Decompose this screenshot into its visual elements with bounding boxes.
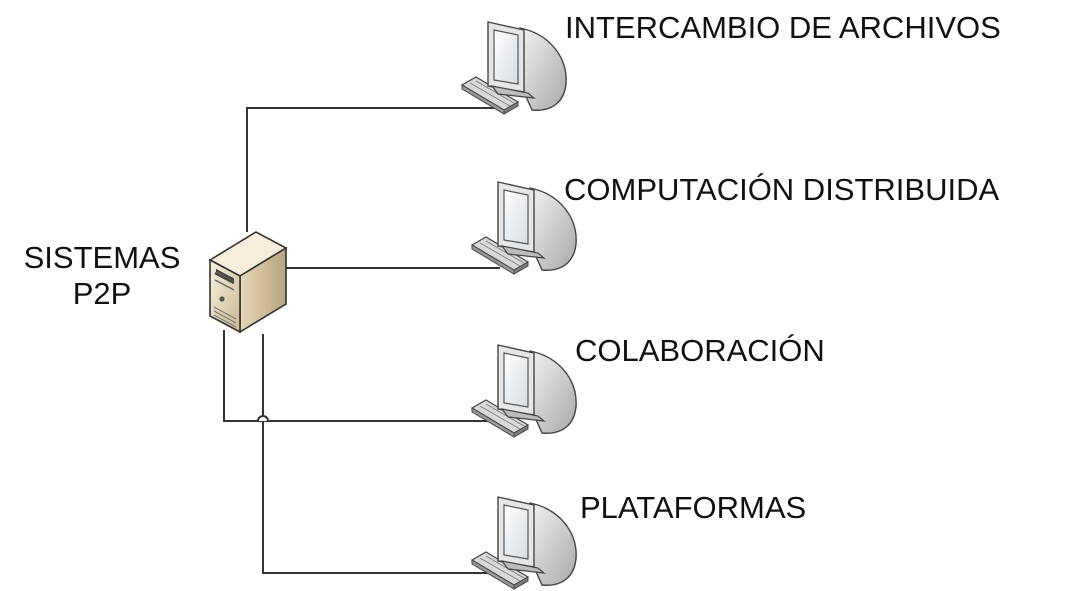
center-label: SISTEMAS P2P xyxy=(10,240,194,312)
computer-monitor-icon xyxy=(471,344,577,438)
center-label-line2: P2P xyxy=(72,276,132,311)
node-label-plataformas: PLATAFORMAS xyxy=(580,490,807,525)
computer-monitor-icon xyxy=(471,496,577,590)
node-label-intercambio: INTERCAMBIO DE ARCHIVOS xyxy=(565,10,1001,45)
computer-monitor-icon xyxy=(461,21,567,115)
connector-intercambio xyxy=(246,107,500,232)
node-label-computacion: COMPUTACIÓN DISTRIBUIDA xyxy=(564,172,1000,207)
server-tower-icon xyxy=(208,231,288,334)
connector-colaboracion xyxy=(223,330,500,422)
center-label-line1: SISTEMAS xyxy=(23,240,181,275)
computer-monitor-icon xyxy=(471,181,577,275)
connector-lines xyxy=(223,107,500,574)
connector-plataformas xyxy=(262,334,500,574)
node-label-colaboracion: COLABORACIÓN xyxy=(575,333,825,368)
